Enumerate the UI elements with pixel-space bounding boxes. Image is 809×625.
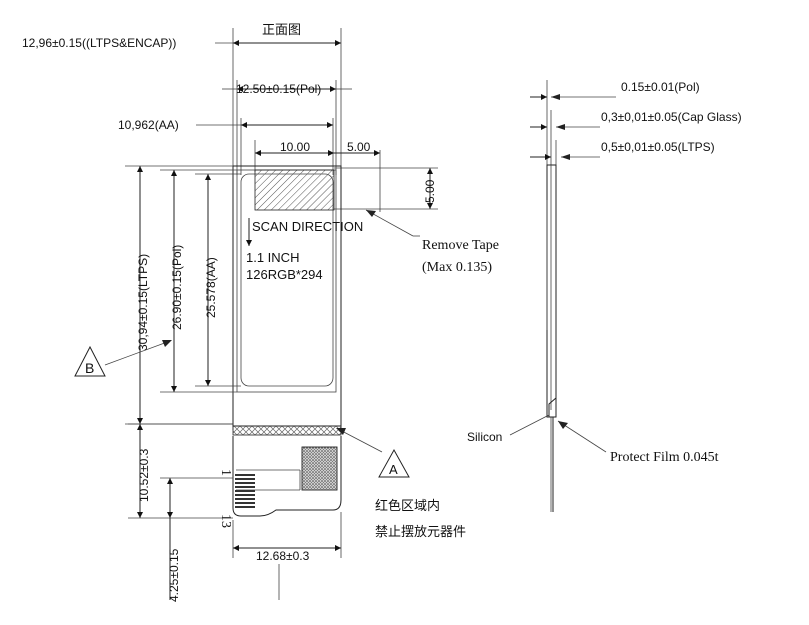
tape-width-label: 10.00 [280,140,310,154]
cap-glass-thickness-label: 0,3±0,01±0.05(Cap Glass) [601,110,742,124]
pin-first-label: 1 [218,469,233,476]
fpc-pin-pads [235,474,255,508]
fpc-length-label: 10.52±0.3 [137,448,151,502]
remove-tape-max-label: (Max 0.135) [422,260,492,275]
pol-height-label: 26.90±0.15(Pol) [170,245,184,330]
pol-width-label: 12.50±0.15(Pol) [236,82,321,96]
remove-tape-label: Remove Tape [422,238,499,253]
fpc-ic-component [301,446,338,491]
panel-size-label: 1.1 INCH [246,250,299,265]
encap-width-label: 12,96±0.15((LTPS&ENCAP)) [22,36,176,50]
tape-height-label: 5.00 [423,179,437,203]
panel-side-profile [546,164,557,418]
fpc-outline [232,436,342,517]
restricted-area-note-line2: 禁止摆放元器件 [375,525,466,540]
seal-band [232,425,342,436]
side-view: 0.15±0.01(Pol) 0,3±0,01±0.05(Cap Glass) … [467,80,742,512]
pin-last-label: 13 [218,514,233,528]
protect-film-label: Protect Film 0.045t [610,450,719,465]
panel-resolution-label: 126RGB*294 [246,267,323,282]
section-b-label: B [85,360,94,376]
top-cut-label: 正面图 [262,23,301,38]
pol-thickness-label: 0.15±0.01(Pol) [621,80,700,94]
section-a-marker [378,448,410,478]
fpc-width-label: 12.68±0.3 [256,549,310,563]
scan-direction-label: SCAN DIRECTION [252,219,363,234]
aa-width-label: 10,962(AA) [118,118,179,132]
fpc-tail-label: 4.25±0.15 [167,548,181,602]
section-a-label: A [389,462,398,477]
restricted-area-note-line1: 红色区域内 [375,498,440,514]
silicon-label: Silicon [467,430,502,444]
section-b-marker [74,345,106,377]
aa-height-label: 25.578(AA) [204,257,218,318]
silicon-bead [548,396,557,418]
ltps-thickness-label: 0,5±0,01±0.05(LTPS) [601,140,715,154]
ltps-height-label: 30,94±0.15(LTPS) [136,254,150,351]
front-view: 12,96±0.15((LTPS&ENCAP)) 正面图 12.50±0.15(… [22,23,499,602]
tape-offset-label: 5.00 [347,140,371,154]
remove-tape-area [254,169,335,211]
